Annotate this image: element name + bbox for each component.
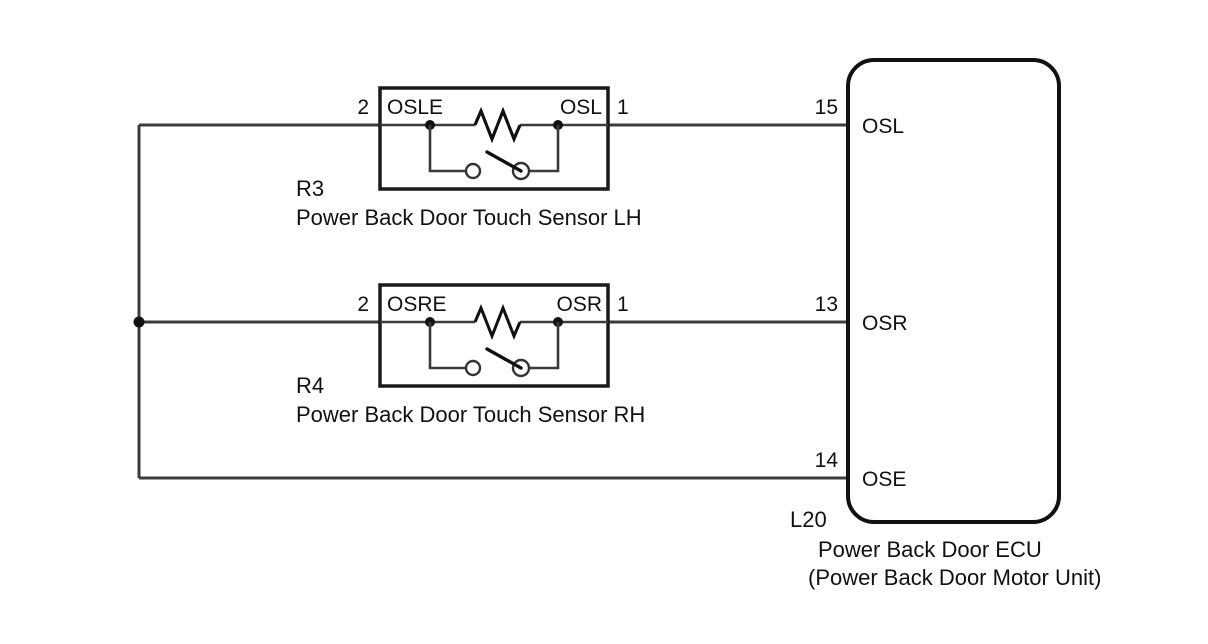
sensor-rh-switch-contact-left xyxy=(464,359,482,377)
sensor-lh-switch-lever xyxy=(485,150,523,173)
sensor-lh-left-terminal-label: OSLE xyxy=(387,96,443,119)
sensor-rh-outline xyxy=(378,283,610,388)
component-sensor-rh[interactable]: 2 OSRE OSR 1 R4 Power Back Door Touch Se… xyxy=(296,283,645,427)
ecu-pin-number-13: 13 xyxy=(815,293,838,316)
sensor-rh-left-pin-number: 2 xyxy=(357,293,369,316)
sensor-lh-switch-contact-left xyxy=(464,162,482,180)
junction-dot xyxy=(133,316,145,328)
sensor-lh-switch-right-leg xyxy=(526,125,560,173)
sensor-lh-outline xyxy=(378,86,610,191)
sensor-lh-right-pin-number: 1 xyxy=(617,96,629,119)
sensor-lh-right-terminal-label: OSL xyxy=(560,96,602,119)
ecu-caption-line-1: Power Back Door ECU xyxy=(818,537,1042,562)
ecu-caption-line-2: (Power Back Door Motor Unit) xyxy=(808,565,1101,590)
resistor-icon-rh xyxy=(473,303,522,341)
ecu-pin-label-ose: OSE xyxy=(862,468,906,491)
resistor-zigzag-overlay xyxy=(473,106,522,144)
ecu-pin-number-15: 15 xyxy=(815,96,838,119)
ecu-pin-label-osl: OSL xyxy=(862,115,904,138)
sensor-rh-left-terminal-label: OSRE xyxy=(387,293,447,316)
sensor-rh-right-pin-number: 1 xyxy=(617,293,629,316)
net-ose-ground-return xyxy=(133,125,848,480)
ecu-outline xyxy=(846,58,1061,524)
sensor-lh-switch-left-leg xyxy=(428,125,470,173)
ecu-ref-designator: L20 xyxy=(790,507,827,532)
sensor-rh-switch-right-leg xyxy=(526,322,560,370)
component-sensor-lh[interactable]: 2 OSLE OSL 1 R3 Power Back Door Touch Se… xyxy=(296,86,642,230)
sensor-rh-switch-left-leg xyxy=(428,322,470,370)
sensor-rh-ref-designator: R4 xyxy=(296,373,324,398)
ecu-pin-number-14: 14 xyxy=(815,449,839,472)
ecu-pin-label-osr: OSR xyxy=(862,312,908,335)
sensor-rh-right-terminal-label: OSR xyxy=(556,293,602,316)
sensor-rh-caption: Power Back Door Touch Sensor RH xyxy=(296,402,645,427)
sensor-lh-caption: Power Back Door Touch Sensor LH xyxy=(296,205,642,230)
sensor-lh-ref-designator: R3 xyxy=(296,176,324,201)
sensor-lh-left-pin-number: 2 xyxy=(357,96,369,119)
sensor-rh-switch-lever xyxy=(485,347,523,370)
component-ecu[interactable]: 15 OSL 13 OSR 14 OSE L20 Power Back Door… xyxy=(790,58,1101,590)
